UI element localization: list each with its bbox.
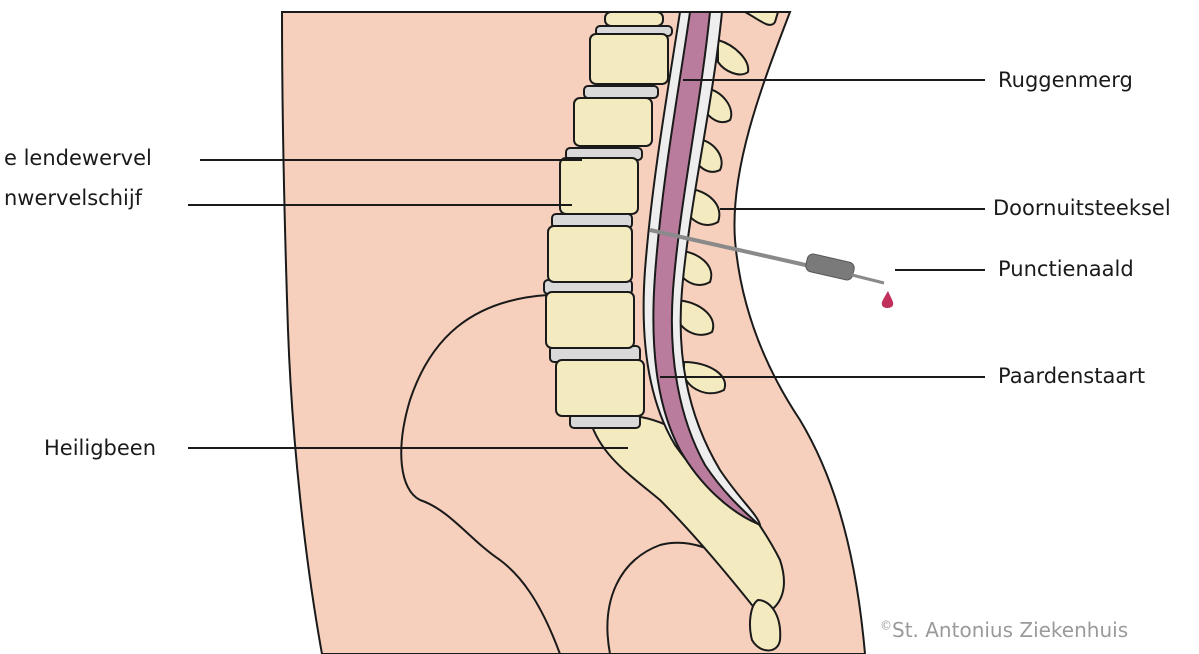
intervertebral-disc [584, 86, 658, 98]
vertebral-body [556, 360, 644, 416]
label-doornuitsteeksel: Doornuitsteeksel [993, 198, 1171, 219]
vertebral-body [605, 12, 663, 26]
vertebral-body [590, 34, 668, 84]
vertebral-body [574, 98, 652, 146]
copyright-text: St. Antonius Ziekenhuis [892, 618, 1128, 642]
copyright-notice: ©St. Antonius Ziekenhuis [880, 618, 1128, 642]
needle-hub [805, 253, 856, 281]
label-ruggenmerg: Ruggenmerg [998, 70, 1133, 91]
label-punctienaald: Punctienaald [998, 259, 1134, 280]
vertebral-body [548, 226, 632, 282]
needle-tip [852, 275, 884, 283]
label-lendewervel: e lendewervel [4, 148, 152, 169]
label-heiligbeen: Heiligbeen [44, 438, 156, 459]
label-paardenstaart: Paardenstaart [998, 366, 1145, 387]
copyright-symbol: © [880, 618, 892, 632]
vertebral-body [546, 292, 634, 348]
blood-drop-icon [882, 291, 893, 308]
label-tussenwervelschijf: nwervelschijf [4, 188, 142, 209]
